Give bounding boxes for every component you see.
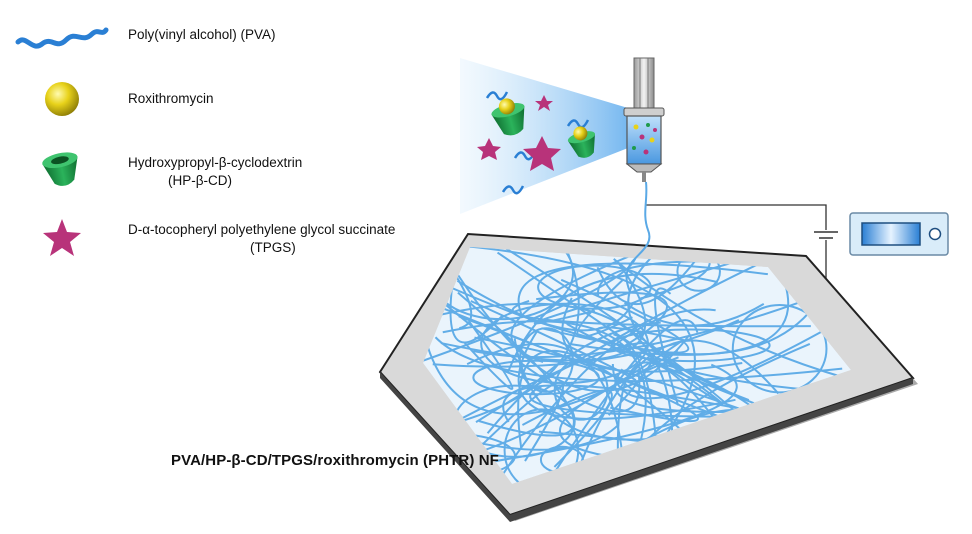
syringe-plunger <box>633 57 655 113</box>
fiber-loop <box>537 264 652 310</box>
fiber-strand <box>494 308 716 484</box>
fiber-strand <box>596 326 755 405</box>
legend-label-cyclodextrin-abbrev: (HP-β-CD) <box>168 173 232 188</box>
fiber-strand <box>455 275 473 330</box>
fiber-strand <box>432 319 740 368</box>
legend-label-pva: Poly(vinyl alcohol) (PVA) <box>128 27 276 42</box>
fiber-strand <box>550 319 699 478</box>
legend-label-tpgs-abbrev: (TPGS) <box>250 240 296 255</box>
fiber-strand <box>541 278 690 354</box>
fiber-strand <box>466 342 624 457</box>
syringe-needle <box>642 172 646 182</box>
legend-label-tpgs: D-α-tocopheryl polyethylene glycol succi… <box>128 222 396 237</box>
fiber-strand <box>456 279 635 332</box>
figure-caption: PVA/HP-β-CD/TPGS/roxithromycin (PHTR) NF <box>171 452 499 469</box>
fiber-loop <box>472 359 600 396</box>
high-voltage-power-supply <box>849 212 949 256</box>
fiber-strand <box>558 356 679 460</box>
fiber-strand <box>434 336 843 383</box>
fiber-strand <box>464 321 514 390</box>
fiber-loop <box>503 408 580 484</box>
fiber-strand <box>533 255 754 325</box>
fiber-strand <box>444 303 641 413</box>
fiber-strand <box>654 287 679 406</box>
fiber-strand <box>428 302 674 469</box>
fiber-strand <box>576 278 633 338</box>
fiber-strand <box>426 342 656 438</box>
fiber-strand <box>571 284 790 356</box>
electrospun-jet <box>625 181 651 293</box>
nanofiber-mat <box>423 247 851 484</box>
syringe-barrel <box>626 115 662 165</box>
circuit-wire <box>646 204 827 230</box>
fiber-loop <box>518 327 574 393</box>
legend-label-cyclodextrin: Hydroxypropyl-β-cyclodextrin <box>128 155 303 170</box>
fiber-loop <box>610 328 771 363</box>
fiber-strand <box>627 247 750 402</box>
fiber-strand <box>507 272 719 373</box>
fiber-strand <box>442 320 647 484</box>
magnified-solution-beam <box>460 58 628 214</box>
fiber-strand <box>623 302 765 327</box>
fiber-strand <box>502 384 764 423</box>
legend-label-roxithromycin: Roxithromycin <box>128 91 214 106</box>
fiber-loop <box>731 304 828 394</box>
